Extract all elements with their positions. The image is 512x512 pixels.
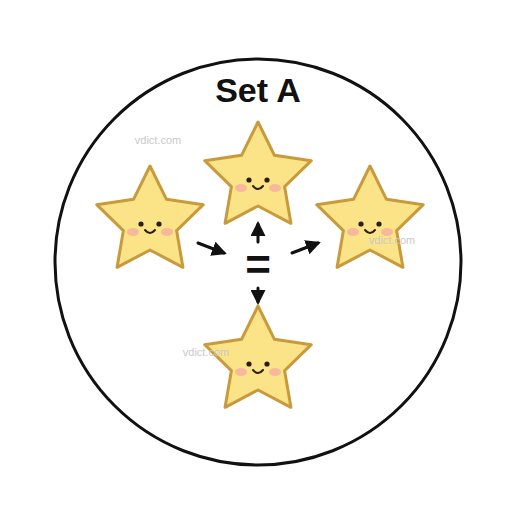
watermark: vdict.com	[183, 347, 229, 358]
circle-border	[55, 59, 461, 465]
eye	[264, 177, 269, 182]
star-body	[97, 166, 204, 267]
star-body	[205, 122, 312, 223]
star	[205, 122, 312, 223]
cheek	[347, 228, 359, 236]
eye	[138, 221, 143, 226]
set-title: Set A	[215, 73, 301, 107]
arrow	[198, 243, 224, 253]
cheek	[235, 368, 247, 376]
arrow	[257, 288, 260, 302]
smile	[253, 370, 263, 373]
watermark: vdict.com	[135, 135, 181, 146]
eye	[156, 221, 161, 226]
eye	[246, 361, 251, 366]
smile	[365, 230, 375, 233]
smile	[145, 230, 155, 233]
eye	[246, 177, 251, 182]
eye	[358, 221, 363, 226]
cheek	[127, 228, 139, 236]
cheek	[269, 368, 281, 376]
star	[317, 166, 424, 267]
star	[97, 166, 204, 267]
star-body	[317, 166, 424, 267]
arrow	[292, 243, 318, 253]
equals-sign: =	[245, 243, 271, 287]
cheek	[235, 184, 247, 192]
smile	[253, 186, 263, 189]
cheek	[269, 184, 281, 192]
cheek	[161, 228, 173, 236]
eye	[264, 361, 269, 366]
eye	[376, 221, 381, 226]
watermark: vdict.com	[369, 235, 415, 246]
arrow	[257, 224, 260, 242]
